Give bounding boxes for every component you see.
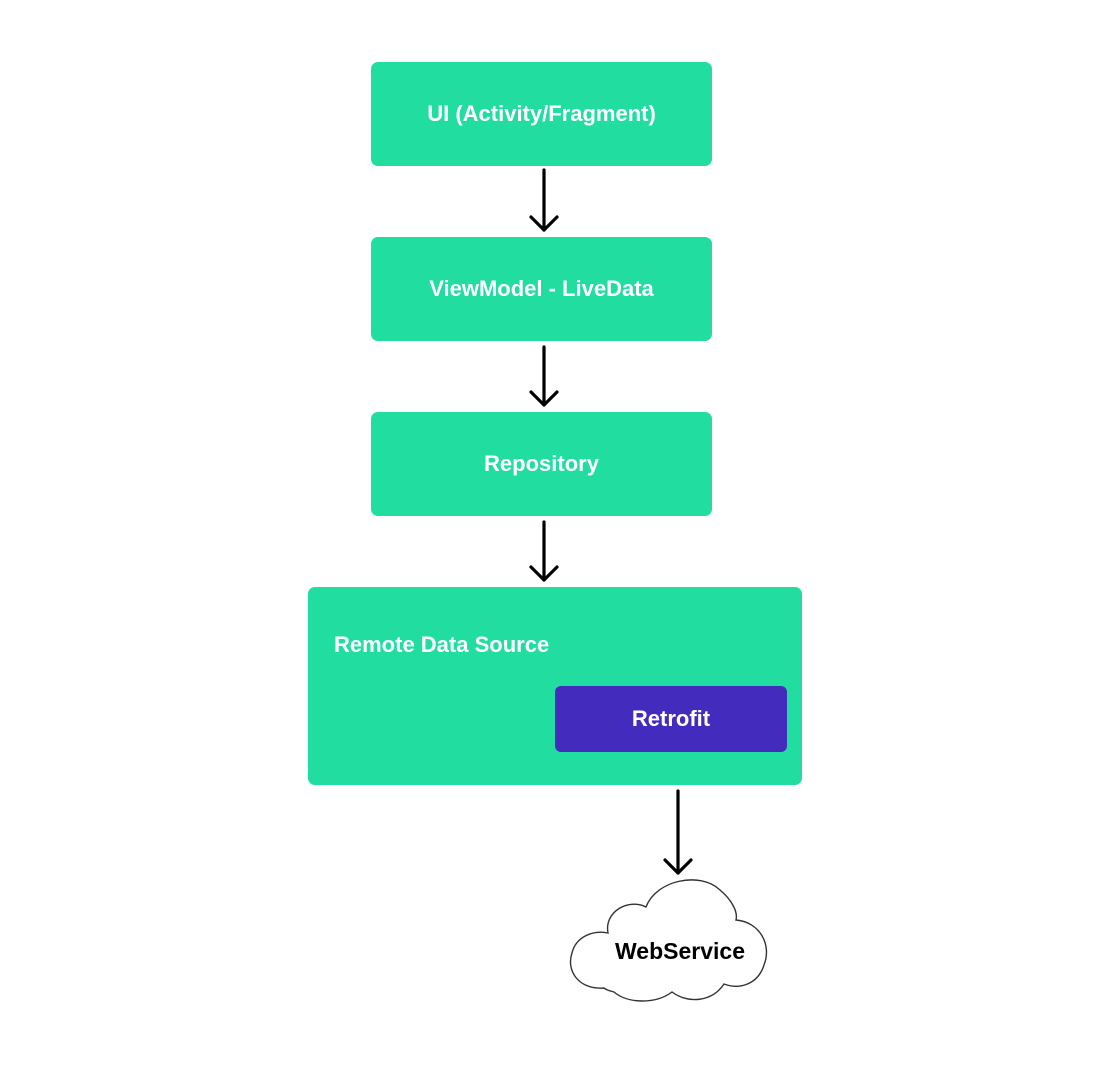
ui-layer-label: UI (Activity/Fragment) xyxy=(427,101,656,126)
arrow-retrofit-to-webservice xyxy=(663,789,693,875)
remote-data-source-box: Remote Data Source Retrofit xyxy=(308,587,802,785)
retrofit-box: Retrofit xyxy=(555,686,787,752)
ui-layer-box: UI (Activity/Fragment) xyxy=(371,62,712,166)
arrow-ui-to-viewmodel xyxy=(529,168,559,232)
repository-layer-box: Repository xyxy=(371,412,712,516)
webservice-cloud-shape xyxy=(569,879,768,1002)
retrofit-label: Retrofit xyxy=(631,706,711,731)
repository-layer-label: Repository xyxy=(484,451,599,476)
arrow-viewmodel-to-repository xyxy=(529,345,559,407)
viewmodel-layer-box: ViewModel - LiveData xyxy=(371,237,712,341)
webservice-label: WebService xyxy=(615,938,745,964)
remote-data-source-label: Remote Data Source xyxy=(334,632,550,657)
arrow-repository-to-remote-data-source xyxy=(529,520,559,582)
viewmodel-layer-label: ViewModel - LiveData xyxy=(429,276,654,301)
